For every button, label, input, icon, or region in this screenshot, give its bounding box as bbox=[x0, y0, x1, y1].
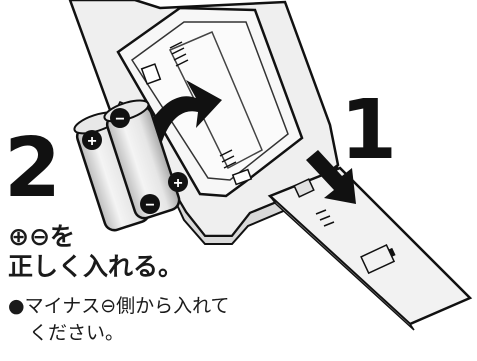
step-2-number: 2 bbox=[4, 121, 62, 216]
terminal-plate bbox=[140, 63, 162, 85]
svg-text:+: + bbox=[87, 133, 96, 150]
compartment-divider bbox=[168, 31, 263, 170]
cover-grip-lines bbox=[315, 209, 335, 227]
minus-marker-bottom: − bbox=[140, 194, 160, 214]
spring-top bbox=[169, 41, 189, 67]
svg-text:−: − bbox=[145, 197, 154, 214]
svg-text:−: − bbox=[115, 111, 124, 128]
polarity-instruction-line1: ⊕⊖を bbox=[8, 222, 75, 251]
terminal-plate-bottom bbox=[231, 168, 253, 186]
polarity-instruction: ⊕⊖を 正しく入れる。 bbox=[8, 222, 183, 282]
polarity-instruction-line2: 正しく入れる。 bbox=[8, 252, 184, 281]
slide-arrow bbox=[306, 150, 356, 204]
spring-bottom bbox=[219, 149, 237, 169]
plus-marker-top: + bbox=[82, 130, 102, 150]
cover-tab bbox=[293, 178, 315, 198]
plus-marker-bottom: + bbox=[168, 172, 188, 192]
svg-text:+: + bbox=[173, 175, 182, 192]
minus-marker-top: − bbox=[110, 108, 130, 128]
insertion-note: ●マイナス⊖側から入れて ください。 bbox=[8, 293, 230, 347]
insert-arrow bbox=[140, 80, 222, 148]
step-1-number: 1 bbox=[340, 83, 398, 178]
battery-cover bbox=[267, 166, 473, 331]
battery-symbol-icon bbox=[360, 244, 396, 275]
insertion-note-line2: ください。 bbox=[29, 322, 125, 344]
insertion-note-line1: ●マイナス⊖側から入れて bbox=[8, 295, 230, 317]
